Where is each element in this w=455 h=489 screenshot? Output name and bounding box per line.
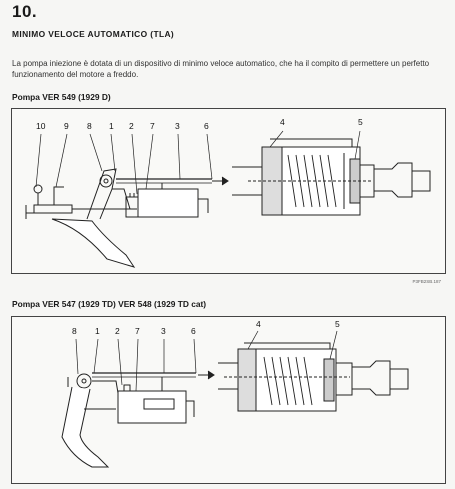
- callout-7: 7: [150, 121, 155, 131]
- pump1-title: Pompa VER 549 (1929 D): [12, 92, 111, 102]
- callout-4: 4: [256, 319, 261, 329]
- callout-8: 8: [87, 121, 92, 131]
- callout-2: 2: [115, 326, 120, 336]
- callout-10: 10: [36, 121, 46, 131]
- callout-1: 1: [109, 121, 114, 131]
- callout-2: 2: [129, 121, 134, 131]
- callout-3: 3: [175, 121, 180, 131]
- callout-3: 3: [161, 326, 166, 336]
- callout-9: 9: [64, 121, 69, 131]
- callout-5: 5: [358, 117, 363, 127]
- callout-8: 8: [72, 326, 77, 336]
- figure-2-frame: 8 1 2 7 3 6 4 5: [11, 316, 446, 484]
- figure-code: P3FB2SB.187: [412, 279, 441, 284]
- figure-2-drawing: [61, 330, 409, 468]
- section-number: 10.: [12, 2, 38, 21]
- callout-6: 6: [204, 121, 209, 131]
- callout-4: 4: [280, 117, 285, 127]
- pump2-title: Pompa VER 547 (1929 TD) VER 548 (1929 TD…: [12, 299, 207, 309]
- intro-paragraph: La pompa iniezione è dotata di un dispos…: [12, 59, 430, 79]
- section-title: MINIMO VELOCE AUTOMATICO (TLA): [12, 29, 175, 39]
- callout-1: 1: [95, 326, 100, 336]
- callout-5: 5: [335, 319, 340, 329]
- callout-6: 6: [191, 326, 196, 336]
- figure-1-frame: 10 9 8 1 2 7 3 6 4 5: [11, 108, 446, 274]
- figure-1-drawing: [25, 130, 431, 268]
- callout-7: 7: [135, 326, 140, 336]
